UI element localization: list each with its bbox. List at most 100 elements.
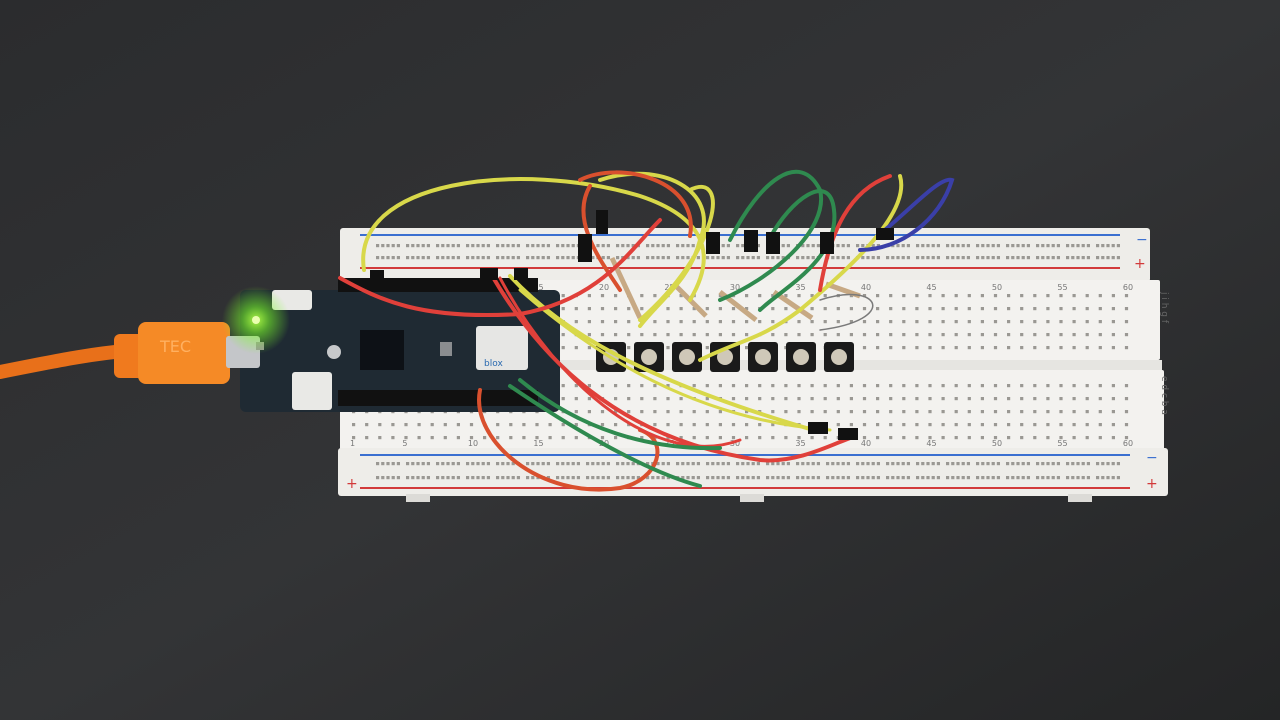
breadboard-hole bbox=[653, 384, 657, 388]
breadboard-hole bbox=[991, 462, 995, 466]
breadboard-hole bbox=[928, 307, 932, 311]
breadboard-hole bbox=[679, 410, 683, 414]
breadboard-hole bbox=[902, 307, 906, 311]
breadboard-hole bbox=[784, 436, 788, 440]
breadboard-hole bbox=[902, 346, 906, 350]
breadboard-hole bbox=[810, 320, 814, 324]
breadboard-hole bbox=[784, 333, 788, 337]
breadboard-hole bbox=[456, 436, 460, 440]
breadboard-hole bbox=[967, 307, 971, 311]
breadboard-hole bbox=[376, 244, 380, 248]
breadboard-hole bbox=[1098, 436, 1102, 440]
breadboard-hole bbox=[1098, 410, 1102, 414]
breadboard-hole bbox=[411, 476, 415, 480]
breadboard-hole bbox=[806, 244, 810, 248]
breadboard-hole bbox=[386, 244, 390, 248]
breadboard-hole bbox=[901, 244, 905, 248]
breadboard-hole bbox=[751, 256, 755, 260]
breadboard-hole bbox=[391, 476, 395, 480]
breadboard-hole bbox=[721, 462, 725, 466]
breadboard-hole bbox=[916, 256, 920, 260]
breadboard-hole bbox=[961, 244, 965, 248]
breadboard-hole bbox=[784, 307, 788, 311]
breadboard-hole bbox=[692, 410, 696, 414]
breadboard-hole bbox=[906, 476, 910, 480]
green-wire bbox=[508, 384, 702, 488]
column-number: 30 bbox=[730, 439, 740, 448]
breadboard-hole bbox=[679, 307, 683, 311]
breadboard-hole bbox=[476, 256, 480, 260]
breadboard-hole bbox=[786, 244, 790, 248]
breadboard-hole bbox=[696, 256, 700, 260]
breadboard-hole bbox=[915, 384, 919, 388]
breadboard-hole bbox=[679, 436, 683, 440]
breadboard-hole bbox=[640, 333, 644, 337]
breadboard-hole bbox=[1085, 384, 1089, 388]
breadboard-hole bbox=[416, 256, 420, 260]
breadboard-hole bbox=[928, 333, 932, 337]
breadboard-hole bbox=[506, 256, 510, 260]
breadboard-hole bbox=[626, 244, 630, 248]
breadboard-hole bbox=[417, 436, 421, 440]
breadboard-hole bbox=[946, 462, 950, 466]
orange-wire bbox=[477, 388, 660, 492]
breadboard-hole bbox=[1124, 410, 1129, 414]
breadboard-hole bbox=[797, 294, 801, 298]
breadboard-hole bbox=[666, 256, 670, 260]
breadboard-hole bbox=[1071, 244, 1075, 248]
breadboard-hole bbox=[614, 294, 618, 298]
breadboard-hole bbox=[745, 423, 749, 427]
breadboard-hole bbox=[621, 476, 625, 480]
breadboard-hole bbox=[856, 476, 860, 480]
breadboard-hole bbox=[786, 476, 790, 480]
breadboard-hole bbox=[936, 256, 940, 260]
breadboard-hole bbox=[406, 476, 410, 480]
breadboard-hole bbox=[686, 462, 690, 466]
breadboard-hole bbox=[784, 346, 788, 350]
breadboard-hole bbox=[705, 346, 709, 350]
rail-minus-label-bottom: − bbox=[1146, 450, 1158, 466]
breadboard-hole bbox=[705, 397, 709, 401]
breadboard-hole bbox=[1033, 397, 1037, 401]
breadboard-hole bbox=[896, 476, 900, 480]
breadboard-hole bbox=[471, 476, 475, 480]
breadboard-hole bbox=[954, 397, 958, 401]
breadboard-hole bbox=[1124, 384, 1129, 388]
breadboard-hole bbox=[861, 476, 865, 480]
breadboard-hole bbox=[561, 346, 565, 350]
breadboard-hole bbox=[546, 244, 550, 248]
breadboard-hole bbox=[901, 476, 905, 480]
breadboard-hole bbox=[352, 423, 356, 427]
breadboard-hole bbox=[556, 244, 560, 248]
breadboard-hole bbox=[601, 476, 605, 480]
breadboard-hole bbox=[876, 410, 880, 414]
breadboard-hole bbox=[915, 423, 919, 427]
breadboard-hole bbox=[1124, 436, 1129, 440]
breadboard-hole bbox=[627, 333, 631, 337]
breadboard-hole bbox=[928, 423, 932, 427]
breadboard-hole bbox=[441, 256, 445, 260]
breadboard-hole bbox=[1072, 423, 1076, 427]
breadboard-hole bbox=[823, 320, 827, 324]
breadboard-hole bbox=[1033, 307, 1037, 311]
breadboard-hole bbox=[889, 384, 893, 388]
breadboard-hole bbox=[1066, 476, 1070, 480]
breadboard-hole bbox=[516, 244, 520, 248]
breadboard-hole bbox=[616, 476, 620, 480]
breadboard-hole bbox=[1051, 476, 1055, 480]
breadboard-hole bbox=[1036, 462, 1040, 466]
breadboard-hole bbox=[1007, 333, 1011, 337]
breadboard-hole bbox=[810, 436, 814, 440]
breadboard-hole bbox=[653, 423, 657, 427]
breadboard-hole bbox=[404, 436, 408, 440]
breadboard-hole bbox=[823, 410, 827, 414]
breadboard-hole bbox=[889, 307, 893, 311]
tactile-button bbox=[824, 342, 854, 372]
breadboard-hole bbox=[771, 256, 775, 260]
breadboard-hole bbox=[810, 307, 814, 311]
breadboard-hole bbox=[986, 476, 990, 480]
breadboard-hole bbox=[876, 397, 880, 401]
breadboard-hole bbox=[1085, 333, 1089, 337]
breadboard-hole bbox=[784, 410, 788, 414]
breadboard-hole bbox=[591, 476, 595, 480]
